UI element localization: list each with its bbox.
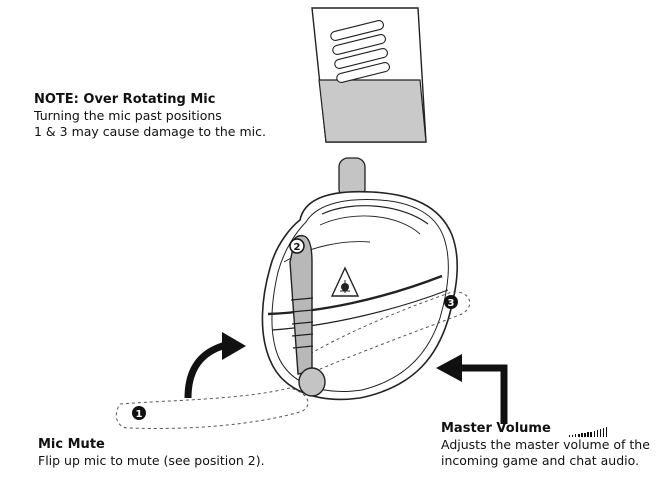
svg-text:2: 2 [294,242,301,253]
mic-mute-line-1: Flip up mic to mute (see position 2). [38,453,265,468]
master-volume-title: Master Volume [441,421,551,436]
note-over-rotating-mic: NOTE: Over Rotating Mic Turning the mic … [34,92,314,140]
turtle-beach-logo-icon [330,266,360,297]
note-title: NOTE: Over Rotating Mic [34,92,216,107]
mic-boom [289,234,326,397]
svg-text:3: 3 [448,298,455,309]
position-marker-3: 3 [444,295,458,309]
headband [311,7,427,199]
position-marker-1: 1 [132,406,146,420]
volume-bars-icon [568,421,609,437]
svg-text:1: 1 [136,409,143,420]
mic-mute-title: Mic Mute [38,437,105,452]
master-volume-label: Master Volume Adjusts the master volume … [441,420,671,469]
arrow-left-icon [460,364,508,424]
master-volume-line-2: incoming game and chat audio. [441,453,640,468]
arrow-left-head [436,354,462,382]
position-marker-2: 2 [289,238,305,254]
mic-position-path-1 [115,387,309,429]
master-volume-line-1: Adjusts the master volume of the [441,437,650,452]
curved-arrow-icon [184,341,228,399]
note-line-2: 1 & 3 may cause damage to the mic. [34,124,266,139]
earcup [261,190,459,401]
mic-position-path-3 [299,291,471,371]
note-line-1: Turning the mic past positions [34,108,222,123]
curved-arrow-head [222,332,246,360]
mic-mute-label: Mic Mute Flip up mic to mute (see positi… [38,437,338,469]
